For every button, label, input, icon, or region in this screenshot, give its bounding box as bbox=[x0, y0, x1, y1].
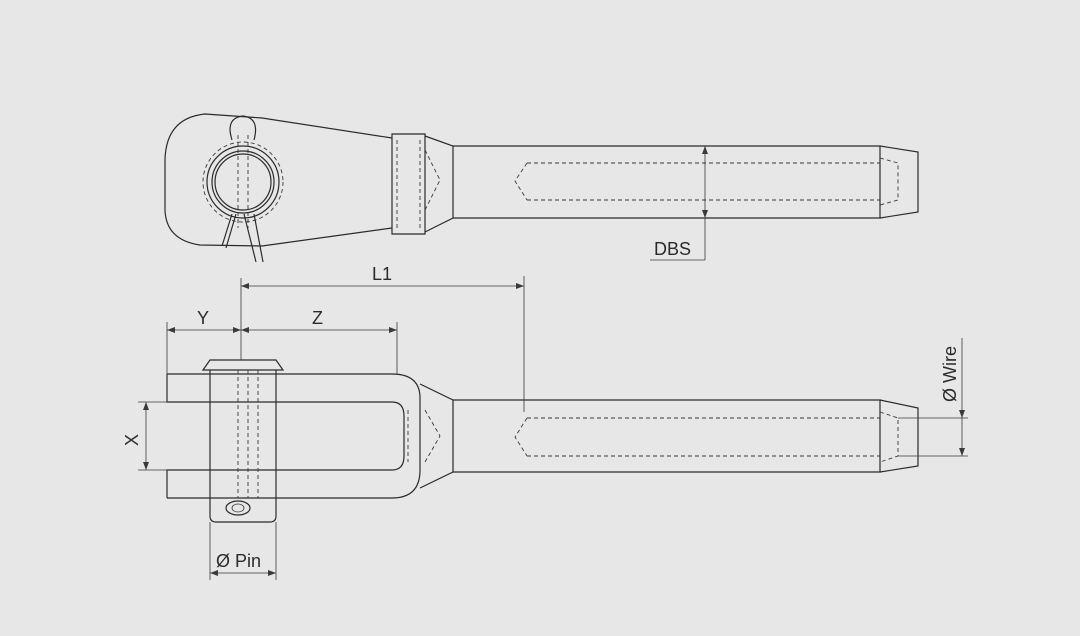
side-view-shank bbox=[453, 399, 881, 473]
l1-dimension-line bbox=[240, 276, 525, 412]
top-view-pin-outer bbox=[206, 145, 280, 219]
side-view-pin-body bbox=[209, 370, 277, 523]
top-view-split-pin bbox=[221, 115, 264, 263]
top-view: DBS bbox=[164, 113, 919, 263]
top-view-jaw-outline bbox=[164, 113, 393, 247]
side-view-upper-prong bbox=[166, 374, 405, 498]
pin-dimension-line bbox=[209, 522, 277, 580]
side-view-pin-head bbox=[201, 359, 285, 371]
l1-label: L1 bbox=[372, 264, 392, 284]
x-label: X bbox=[122, 434, 142, 446]
wire-label: Ø Wire bbox=[940, 346, 960, 402]
pin-label: Ø Pin bbox=[216, 551, 261, 571]
side-view-upper-jaw bbox=[167, 373, 421, 499]
top-view-shank bbox=[453, 145, 881, 219]
top-view-hub bbox=[391, 133, 426, 235]
y-label: Y bbox=[197, 308, 209, 328]
side-view-cone bbox=[419, 383, 454, 489]
top-view-pin-ring bbox=[211, 150, 275, 214]
side-view-split-pin bbox=[225, 500, 251, 516]
dbs-label: DBS bbox=[654, 239, 691, 259]
yz-dimension-line bbox=[166, 322, 398, 374]
dbs-dimension-line bbox=[650, 146, 706, 261]
x-dimension-line bbox=[138, 401, 167, 471]
top-view-taper-end bbox=[879, 145, 919, 219]
wire-dimension-line bbox=[898, 338, 968, 457]
z-label: Z bbox=[312, 308, 323, 328]
side-view-taper-end bbox=[879, 399, 919, 473]
side-view: L1 Y Z X Ø Pin Ø Wire bbox=[122, 264, 968, 580]
top-view-pin-inner bbox=[214, 153, 272, 211]
top-view-cone bbox=[424, 135, 454, 233]
